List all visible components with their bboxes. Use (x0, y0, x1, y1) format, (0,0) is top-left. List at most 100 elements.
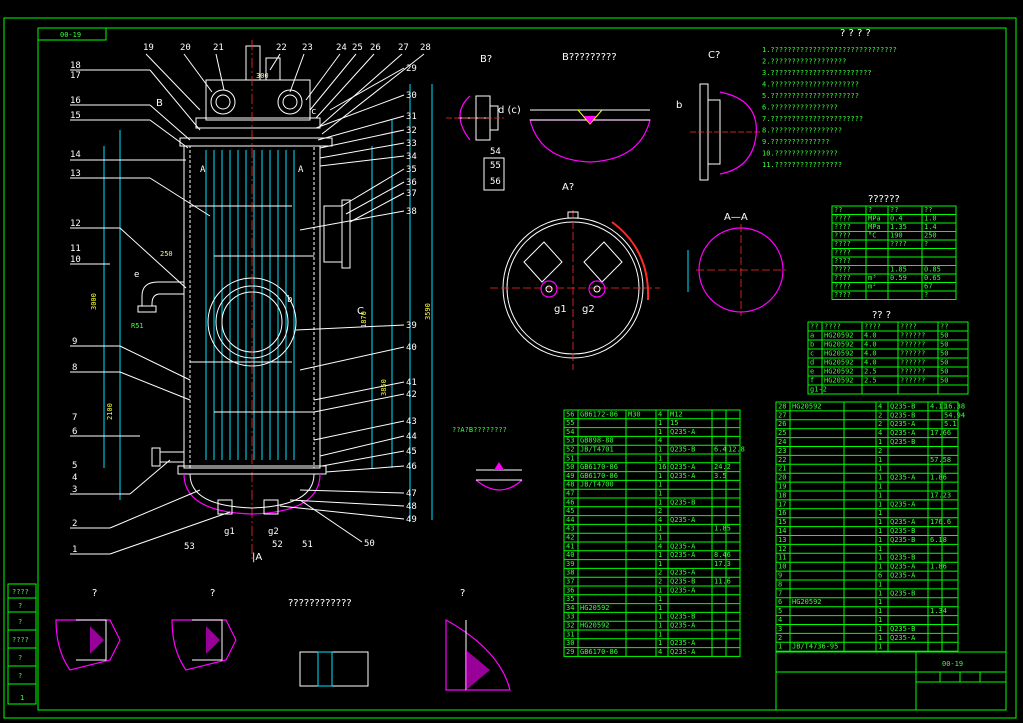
part-row-cell: 32 (566, 622, 574, 630)
part-row-cell: 1 (658, 586, 662, 594)
part-54: 54 (490, 147, 501, 157)
part-row-cell: 21 (778, 465, 786, 473)
left-leaders (70, 69, 231, 555)
tech-cell: 0.85 (924, 266, 941, 274)
part-row-cell: 1 (878, 580, 882, 588)
part-12: 12 (70, 219, 81, 229)
tech-cell: ???? (834, 240, 851, 248)
c-view-title: C? (708, 50, 720, 61)
part-row-cell: 5 (778, 607, 782, 615)
nozzle-cell: 2.5 (864, 368, 877, 376)
part-row-cell: 55 (566, 419, 574, 427)
notes-title: ? ? ? ? (840, 28, 871, 39)
part-row-cell: 49 (566, 472, 574, 480)
nozzle-cell: HG20592 (824, 368, 854, 376)
dim-300: 300 (256, 72, 269, 80)
callout-a-left: A (200, 165, 206, 175)
nozzle-cell: 50 (940, 368, 948, 376)
part-row-cell: 50 (566, 463, 574, 471)
part-row-cell: JB/T4736-95 (792, 643, 838, 651)
part-25: 25 (352, 43, 363, 53)
part-row-cell: 1 (658, 419, 662, 427)
a-view-title: A? (562, 182, 574, 193)
part-row-cell: 42 (566, 534, 574, 542)
tech-cell: °C (868, 232, 876, 240)
left-stamp (7, 583, 37, 705)
vessel-main-view (103, 40, 433, 560)
part-row-cell: M12 (670, 410, 683, 418)
nozzle-cell: ???? (864, 323, 881, 331)
part-row-cell: HG20592 (580, 622, 610, 630)
part-row-cell: 2 (878, 420, 882, 428)
part-row-cell: JB/T4700 (580, 481, 614, 489)
part-row-cell: 2 (878, 447, 882, 455)
part-row-cell: 46 (566, 498, 574, 506)
tech-cell: 67 (924, 283, 932, 291)
callout-a-right: A (298, 165, 304, 175)
part-row-cell: Q235-A (670, 569, 696, 577)
part-row-cell: 8.46 (714, 551, 731, 559)
nozzle-cell: d (810, 359, 814, 367)
part-43: 43 (406, 417, 417, 427)
nozzle-cell: 2.5 (864, 377, 877, 385)
part-28: 28 (420, 43, 431, 53)
part-row-cell: 1 (878, 634, 882, 642)
callout-r51: R51 (131, 322, 144, 330)
part-row-cell: 15 (778, 518, 786, 526)
part-row-cell: Q235-B (890, 438, 915, 446)
callout-b: B (156, 98, 163, 109)
part-11: 11 (70, 244, 81, 254)
mid-detail-title: ??A?B???????? (452, 426, 507, 434)
tech-cell: ?? (924, 206, 932, 214)
part-50: 50 (364, 539, 375, 549)
part-10: 10 (70, 255, 81, 265)
part-row-cell: 1 (658, 446, 662, 454)
part-row-cell: 2 (658, 569, 662, 577)
part-row-cell: HG20592 (792, 598, 822, 606)
part-row-cell: Q235-A (670, 648, 696, 656)
b-label-d: d (c) (498, 105, 521, 116)
part-13: 13 (70, 169, 81, 179)
bottom-label-2: ? (210, 588, 215, 599)
part-row-cell: 45 (566, 507, 574, 515)
part-row-cell: 1 (658, 622, 662, 630)
part-row-cell: JB/T4701 (580, 446, 614, 454)
part-row-cell: 17.66 (930, 429, 951, 437)
note-line: 5.????????????????????? (762, 92, 859, 100)
part-row-cell: 1 (878, 474, 882, 482)
part-row-cell: 4 (658, 542, 662, 550)
part-53: 53 (184, 542, 195, 552)
tech-cell: 0.65 (924, 274, 941, 282)
part-row-cell: 24.2 (714, 463, 731, 471)
part-49: 49 (406, 515, 417, 525)
part-row-cell: 48 (566, 481, 574, 489)
part-row-cell: 1 (878, 518, 882, 526)
part-row-cell: 57.58 (930, 456, 951, 464)
part-36: 36 (406, 178, 417, 188)
tech-cell: ? (868, 206, 872, 214)
part-row-cell: 1.86 (930, 563, 947, 571)
dim-3850: 3850 (380, 379, 388, 396)
part-row-cell: 37 (566, 578, 574, 586)
part-row-cell: 4 (658, 516, 662, 524)
nozzle-cell: ?????? (900, 332, 925, 340)
part-row-cell: Q235-A (890, 634, 916, 642)
nozzle-cell: 50 (940, 350, 948, 358)
part-row-cell: 53 (566, 437, 574, 445)
part-row-cell: 1 (878, 563, 882, 571)
tech-cell: 1.85 (890, 266, 907, 274)
part-row-cell: Q235-B (890, 554, 915, 562)
aa-section (687, 224, 786, 316)
part-row-cell: 8 (778, 580, 782, 588)
part-row-cell: HG20592 (580, 604, 610, 612)
part-45: 45 (406, 447, 417, 457)
part-row-cell: Q235-A (670, 516, 696, 524)
part-row-cell: 1 (658, 630, 662, 638)
tech-table-title: ?????? (868, 194, 900, 205)
part-row-cell: Q235-A (670, 586, 696, 594)
part-row-cell: Q235-A (670, 542, 696, 550)
part-37: 37 (406, 189, 417, 199)
nozzle-cell: ?????? (900, 359, 925, 367)
part-row-cell: 1 (878, 625, 882, 633)
